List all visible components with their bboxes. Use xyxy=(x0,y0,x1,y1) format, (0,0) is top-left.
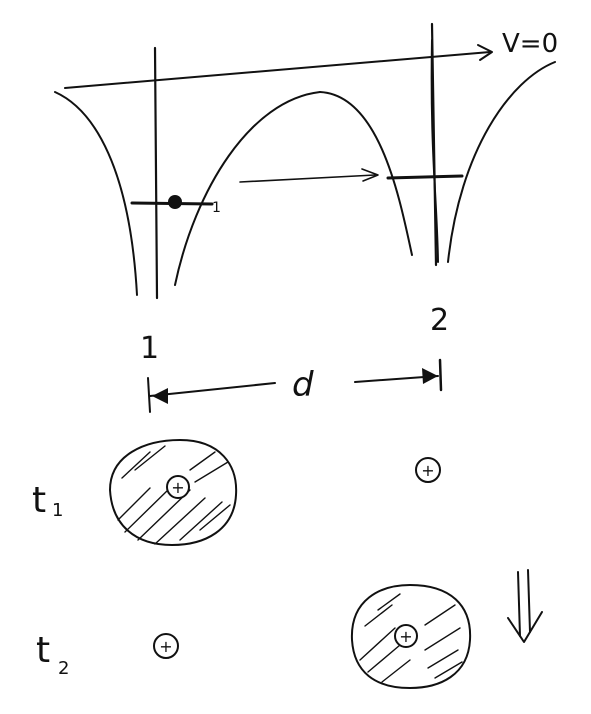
nucleus-line-2 xyxy=(430,22,438,267)
right-outer-wall xyxy=(447,61,556,263)
time-1-subscript: 1 xyxy=(52,500,63,521)
energy-levels xyxy=(130,168,464,209)
nucleus-1-t1-plus: + xyxy=(171,478,184,497)
time-direction-arrow xyxy=(507,569,543,643)
energy-level-well-2 xyxy=(386,174,464,180)
left-inner-wall xyxy=(174,91,321,286)
time-2-subscript: 2 xyxy=(58,658,69,679)
nucleus-1-t1 xyxy=(166,475,190,499)
v-zero-reference-line xyxy=(64,44,493,89)
nucleus-2-t2-plus: + xyxy=(399,627,412,646)
distance-label: d xyxy=(292,365,314,405)
nucleus-line-1 xyxy=(153,46,159,300)
nucleus-lines xyxy=(153,22,438,300)
well-2-label: 2 xyxy=(430,303,449,338)
potential-curves xyxy=(54,39,556,296)
time-2-label: t xyxy=(36,630,50,671)
well-1-label: 1 xyxy=(140,331,159,366)
nucleus-1-t2-plus: + xyxy=(159,637,172,656)
level-mark: 1 xyxy=(212,200,221,216)
nucleus-1-t2 xyxy=(153,633,179,659)
electron-dot xyxy=(168,195,182,209)
nucleus-2-t1-plus: + xyxy=(421,461,434,480)
barrier-right-side xyxy=(319,91,413,256)
nucleus-2-t2 xyxy=(394,624,418,648)
distance-arrow xyxy=(147,358,443,413)
left-outer-wall xyxy=(54,91,138,296)
v-zero-label: V=0 xyxy=(502,29,558,59)
time-1-label: t xyxy=(32,480,46,521)
electron-cloud-t2 xyxy=(350,584,472,689)
tunneling-arrow xyxy=(239,174,376,183)
nucleus-2-t1 xyxy=(415,457,441,483)
